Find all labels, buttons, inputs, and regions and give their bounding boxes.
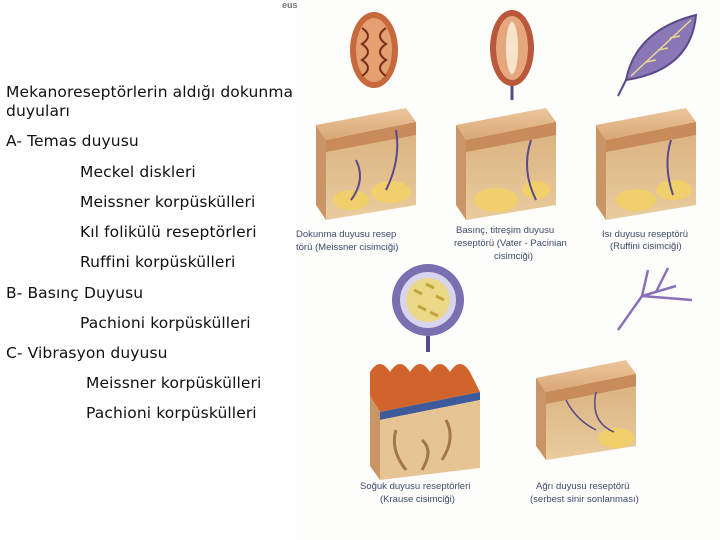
item-meckel: Meckel diskleri: [80, 163, 196, 181]
caption-pressure-line2: reseptörü (Vater - Pacinian: [454, 238, 567, 249]
pain-skin-block: [536, 360, 636, 460]
ruffini-ending: [617, 13, 698, 97]
pacinian-large-capsule: [392, 264, 464, 352]
receptor-figure: eus: [282, 0, 720, 540]
free-nerve-ending: [616, 267, 693, 331]
caption-cold-line1: Soğuk duyusu reseptörleri: [360, 481, 471, 492]
caption-cold-line2: (Krause cisimciği): [380, 494, 455, 505]
caption-heat-line1: Isı duyusu reseptörü: [602, 229, 689, 240]
item-pachioni: Pachioni korpüskülleri: [80, 314, 251, 332]
caption-heat-line2: (Ruffini cisimciği): [610, 241, 682, 252]
item-c-vibration: C- Vibrasyon duyusu: [6, 344, 168, 362]
caption-pain-line2: (serbest sinir sonlanması): [530, 494, 639, 505]
caption-touch-line1: Dokunma duyusu resep: [296, 229, 397, 240]
meissner-capsule: [350, 12, 398, 88]
caption-pressure-line3: cisimciği): [494, 251, 534, 262]
item-pachioni-2: Pachioni korpüskülleri: [86, 404, 257, 422]
meissner-skin-block: [316, 108, 416, 220]
caption-pressure-line1: Basınç, titreşim duyusu: [456, 225, 555, 236]
receptor-illustration: [316, 10, 698, 480]
text-column: Mekanoreseptörlerin aldığı dokunma duyul…: [0, 0, 300, 540]
pacinian-skin-block: [456, 108, 556, 220]
item-a-touch: A- Temas duyusu: [6, 132, 139, 150]
pacinian-small-capsule: [490, 10, 534, 100]
corner-label: eus: [282, 0, 298, 10]
item-ruffini: Ruffini korpüskülleri: [80, 253, 236, 271]
slide-heading: Mekanoreseptörlerin aldığı dokunma duyul…: [6, 83, 294, 120]
item-hair-follicle: Kıl folikülü reseptörleri: [80, 223, 257, 241]
item-meissner-2: Meissner korpüskülleri: [86, 374, 262, 392]
caption-touch-line2: törü (Meissner cisimciği): [296, 242, 399, 253]
ruffini-skin-block: [596, 108, 696, 220]
item-meissner: Meissner korpüskülleri: [80, 193, 256, 211]
item-b-pressure: B- Basınç Duyusu: [6, 284, 144, 302]
caption-pain-line1: Ağrı duyusu reseptörü: [536, 481, 630, 492]
krause-skin-block: [370, 364, 480, 480]
